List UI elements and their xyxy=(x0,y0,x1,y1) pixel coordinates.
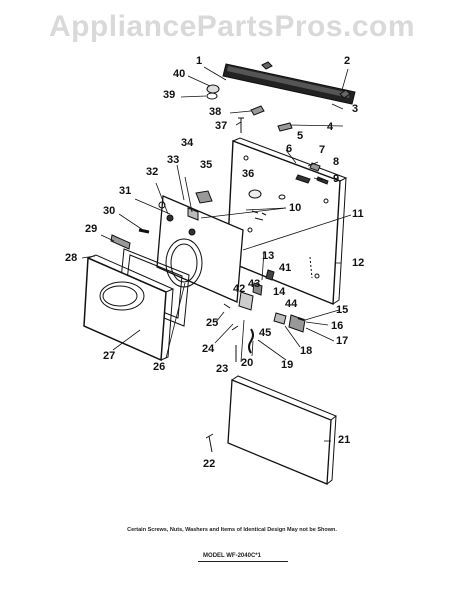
callout-42: 42 xyxy=(233,283,246,295)
leader-lines xyxy=(81,66,352,442)
callout-38: 38 xyxy=(209,106,222,118)
site-watermark: AppliancePartsPros.com xyxy=(48,10,416,43)
knob-part-39 xyxy=(206,92,218,100)
callout-15: 15 xyxy=(336,304,349,316)
callout-5: 5 xyxy=(297,130,304,142)
callout-21: 21 xyxy=(338,434,351,446)
callout-1: 1 xyxy=(196,55,203,67)
callout-33: 33 xyxy=(167,154,180,166)
lower-access-panel xyxy=(227,375,337,485)
callout-13: 13 xyxy=(262,250,275,262)
callout-39: 39 xyxy=(163,89,176,101)
front-panel xyxy=(226,137,348,306)
screw-part-22 xyxy=(205,433,214,453)
screw-part-37 xyxy=(238,117,244,133)
callout-28: 28 xyxy=(65,252,78,264)
callout-6: 6 xyxy=(286,143,293,155)
callout-23: 23 xyxy=(216,363,229,375)
callout-29: 29 xyxy=(85,223,98,235)
callout-10: 10 xyxy=(289,202,302,214)
callout-25: 25 xyxy=(206,317,219,329)
callout-22: 22 xyxy=(203,458,216,470)
clip-part-4 xyxy=(277,122,293,132)
disclaimer-note: Certain Screws, Nuts, Washers and Items … xyxy=(127,527,337,533)
callout-43: 43 xyxy=(248,278,261,290)
callout-24: 24 xyxy=(202,343,215,355)
callout-3: 3 xyxy=(352,103,359,115)
callout-44: 44 xyxy=(285,298,298,310)
control-panel-strip xyxy=(222,63,356,105)
callout-18: 18 xyxy=(300,345,313,357)
callout-7: 7 xyxy=(319,144,326,156)
hinge-parts xyxy=(223,269,306,362)
screw-part-2 xyxy=(261,61,351,99)
callout-14: 14 xyxy=(273,286,286,298)
callout-9: 9 xyxy=(333,173,340,185)
callout-19: 19 xyxy=(281,359,294,371)
callout-12: 12 xyxy=(352,257,365,269)
callout-34: 34 xyxy=(181,137,194,149)
callout-27: 27 xyxy=(103,350,116,362)
inner-door-frame xyxy=(156,190,244,303)
washer-part-31 xyxy=(158,201,166,209)
knob-part-40 xyxy=(206,84,220,94)
callout-40: 40 xyxy=(173,68,186,80)
callout-11: 11 xyxy=(352,208,364,220)
callout-17: 17 xyxy=(336,335,349,347)
callout-4: 4 xyxy=(327,121,334,133)
callout-35: 35 xyxy=(200,159,213,171)
screw-part-30 xyxy=(138,228,150,234)
callout-30: 30 xyxy=(103,205,116,217)
outer-door xyxy=(83,254,175,362)
callout-45: 45 xyxy=(259,327,272,339)
part-29-bracket xyxy=(110,234,131,250)
callout-16: 16 xyxy=(331,320,344,332)
callout-37: 37 xyxy=(215,120,228,132)
callout-41: 41 xyxy=(279,262,292,274)
callout-8: 8 xyxy=(333,156,340,168)
callout-36: 36 xyxy=(242,168,255,180)
model-underline xyxy=(198,561,288,562)
callout-26: 26 xyxy=(153,361,166,373)
callout-31: 31 xyxy=(119,185,132,197)
callout-32: 32 xyxy=(146,166,159,178)
callout-2: 2 xyxy=(344,55,351,67)
clip-part-38 xyxy=(250,105,265,116)
model-label: MODEL WF-2040C*1 xyxy=(203,553,261,559)
callout-20: 20 xyxy=(241,357,254,369)
